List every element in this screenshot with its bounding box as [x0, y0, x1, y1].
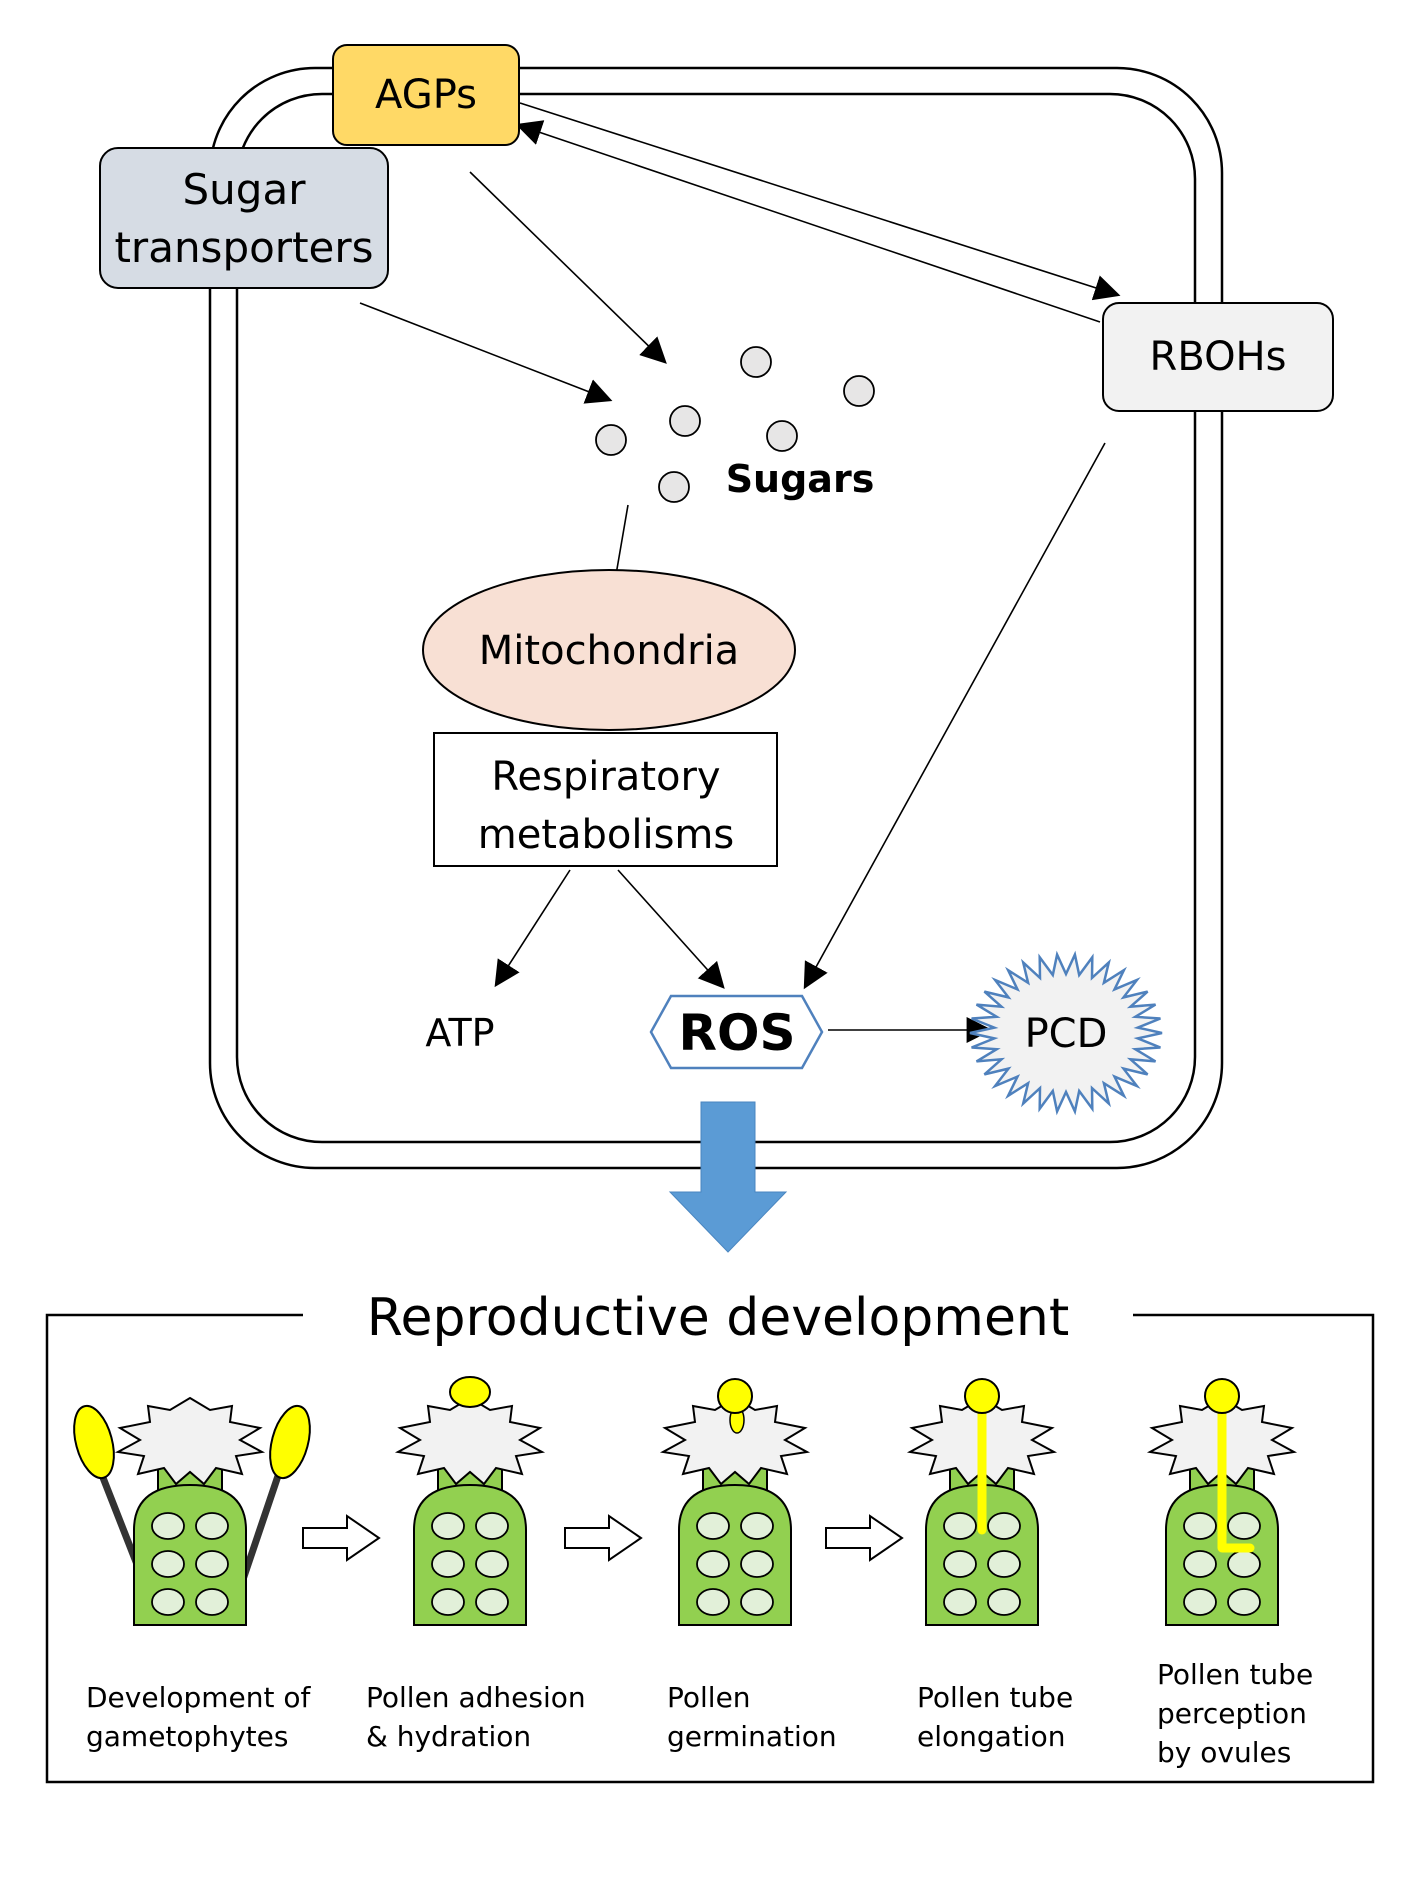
stage-caption: Pollen tube: [917, 1681, 1073, 1714]
mitochondria: Mitochondria: [422, 569, 796, 731]
respiratory-label-line1: Respiratory: [491, 754, 720, 800]
sugar-molecule: [669, 405, 701, 437]
sugar-molecule: [843, 375, 875, 407]
stage-arrow: [825, 1515, 903, 1561]
sugar-transporters-label-line2: transporters: [114, 223, 373, 272]
rbohs-box: RBOHs: [1102, 302, 1334, 412]
stage-caption: by ovules: [1157, 1736, 1291, 1769]
stage-captions: Development of gametophytes Pollen adhes…: [86, 1658, 1313, 1769]
respiratory-label-line2: metabolisms: [478, 812, 735, 858]
stage-caption: Development of: [86, 1681, 312, 1714]
stage-pollen-tube-elongation: [910, 1378, 1054, 1625]
anther: [269, 1404, 311, 1480]
stage-caption: & hydration: [366, 1720, 531, 1753]
rbohs-label: RBOHs: [1150, 334, 1287, 380]
stage-caption: Pollen adhesion: [366, 1681, 586, 1714]
stage-caption: elongation: [917, 1720, 1065, 1753]
stage-development-of-gametophytes: [73, 1398, 311, 1625]
pollen-grain: [449, 1376, 491, 1408]
anther: [73, 1404, 115, 1480]
sugar-transporters-box: Sugar transporters: [99, 147, 389, 289]
reproductive-panel: Reproductive development: [45, 1288, 1375, 1784]
pcd-node: PCD: [969, 950, 1163, 1116]
pollen-grain: [1204, 1378, 1240, 1414]
arrow-respiration-to-ros: [617, 869, 725, 989]
sugar-transporters-label-line1: Sugar: [183, 165, 307, 214]
ros-label: ROS: [678, 1004, 795, 1062]
reproductive-title: Reproductive development: [367, 1288, 1070, 1348]
stage-caption: gametophytes: [86, 1720, 288, 1753]
atp-label: ATP: [425, 1011, 494, 1055]
arrow-agps-to-rbohs: [519, 102, 1121, 301]
pcd-label: PCD: [1025, 1011, 1108, 1057]
pathway-arrows: [359, 102, 1121, 1043]
stage-caption: germination: [667, 1720, 837, 1753]
agps-label: AGPs: [375, 72, 477, 118]
sugar-molecule: [595, 424, 627, 456]
stage-pollen-germination: [663, 1378, 807, 1625]
arrow-rbohs-to-ros: [803, 442, 1106, 990]
ros-node: ROS: [649, 994, 824, 1070]
agps-box: AGPs: [332, 44, 520, 146]
sugar-molecule: [658, 471, 690, 503]
pollen-tube: [1217, 1391, 1255, 1553]
stage-caption: Pollen: [667, 1681, 751, 1714]
sugar-molecules: [595, 346, 875, 503]
respiratory-metabolisms-box: Respiratory metabolisms: [433, 732, 778, 867]
sugar-molecule: [740, 346, 772, 378]
arrow-transporters-to-sugars: [359, 302, 613, 404]
stage-arrow: [302, 1515, 380, 1561]
mitochondria-label: Mitochondria: [479, 628, 739, 674]
pollen-grain: [964, 1378, 1000, 1414]
stage-caption: perception: [1157, 1697, 1307, 1730]
stage-pollen-adhesion: [398, 1376, 542, 1625]
arrow-rbohs-to-agps: [515, 120, 1101, 323]
stage-arrow: [564, 1515, 642, 1561]
pollen-grain: [717, 1378, 753, 1414]
stage-pollen-tube-perception: [1150, 1378, 1294, 1625]
arrow-respiration-to-atp: [494, 869, 571, 988]
big-down-arrow: [668, 1101, 788, 1253]
sugar-molecule: [766, 420, 798, 452]
arrow-agps-to-sugars: [469, 171, 667, 364]
stage-caption: Pollen tube: [1157, 1658, 1313, 1691]
sugars-label: Sugars: [726, 457, 875, 501]
